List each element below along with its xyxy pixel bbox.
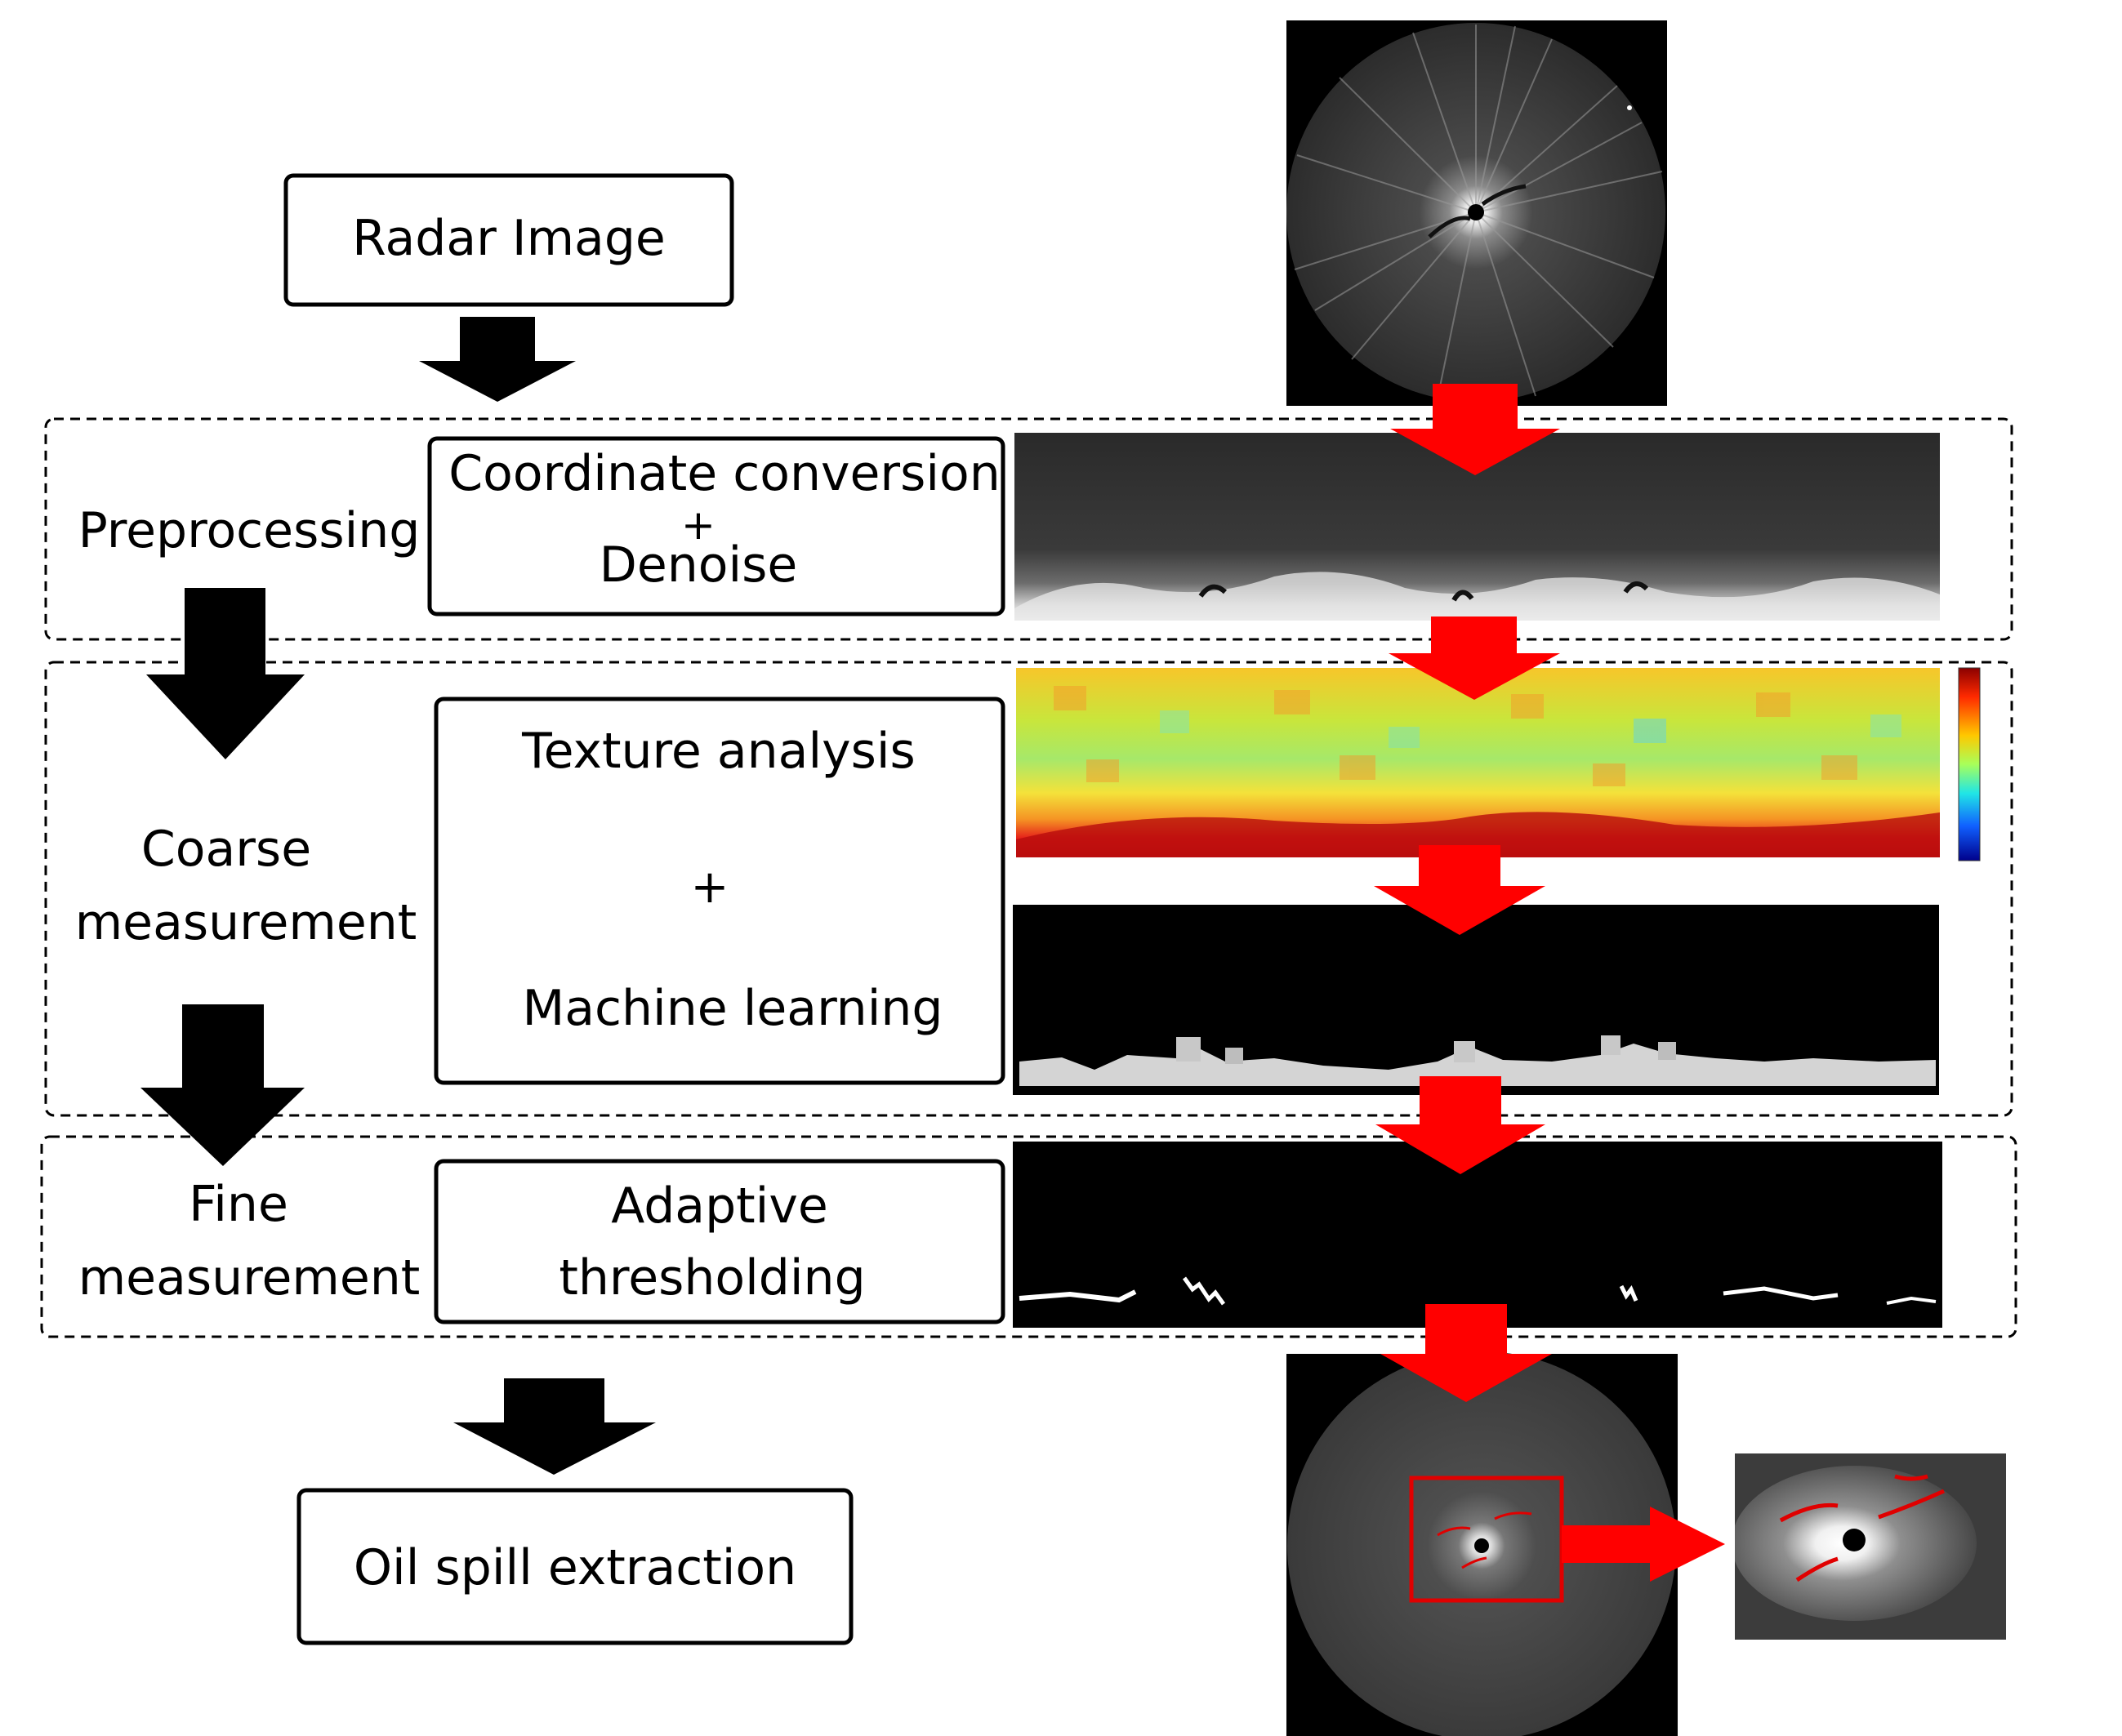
texture-analysis-label: Texture analysis: [521, 723, 916, 780]
zoomed-oil-spill-image: [1735, 1453, 2006, 1640]
plus-sign: +: [681, 501, 716, 549]
machine-learning-label: Machine learning: [522, 980, 943, 1037]
coordinate-conversion-box: [427, 436, 1005, 617]
radar-image-label: Radar Image: [352, 210, 666, 267]
texture-ml-box: [434, 697, 1005, 1085]
flow-arrow-icon: [453, 1378, 656, 1475]
coordinate-conversion-label: Coordinate conversion: [448, 445, 1000, 502]
machine-learning-segmentation-image: [1013, 905, 1939, 1095]
preprocessing-stage-label: Preprocessing: [78, 502, 421, 559]
adaptive-thresholding-box: [434, 1159, 1005, 1324]
image-flow-arrow-icon: [1375, 1076, 1545, 1174]
polar-radar-image: [1286, 20, 1667, 406]
fine-stage-label: measurement: [78, 1249, 421, 1306]
image-flow-arrow-icon: [1374, 845, 1545, 935]
image-zoom-arrow-icon: [1562, 1507, 1725, 1582]
adaptive-label: Adaptive: [611, 1177, 828, 1235]
fine-stage-label: Fine: [189, 1176, 288, 1233]
denoise-label: Denoise: [600, 536, 798, 594]
preprocessing-frame: [44, 417, 2013, 641]
coarse-stage-label: measurement: [75, 894, 417, 951]
flow-arrow-icon: [419, 317, 576, 402]
texture-heatmap-image: [1016, 667, 1981, 861]
adaptive-threshold-image: [1013, 1142, 1942, 1328]
thresholding-label: thresholding: [559, 1249, 865, 1306]
radar-image-box: [283, 173, 734, 307]
image-flow-arrow-icon: [1380, 1304, 1552, 1402]
oil-spill-extraction-box: [296, 1488, 854, 1645]
flow-arrow-icon: [140, 1004, 305, 1166]
fine-measurement-frame: [40, 1135, 2017, 1338]
coarse-measurement-frame: [44, 661, 2013, 1117]
image-flow-arrow-icon: [1390, 384, 1560, 475]
flow-arrow-icon: [146, 588, 305, 759]
coarse-stage-label: Coarse: [141, 821, 311, 878]
plus-sign: +: [691, 861, 729, 914]
oil-spill-extraction-label: Oil spill extraction: [354, 1539, 796, 1596]
image-flow-arrow-icon: [1389, 617, 1560, 700]
